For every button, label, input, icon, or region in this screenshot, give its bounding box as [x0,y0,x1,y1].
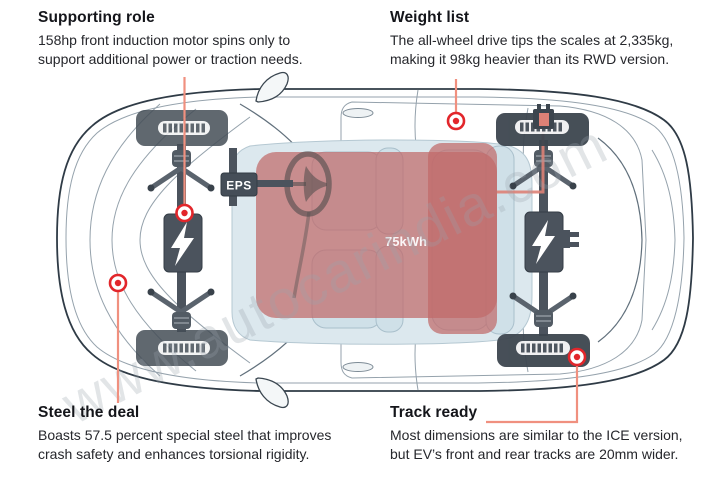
callout-body-line: Boasts 57.5 percent special steel that i… [38,427,332,443]
callout-body-line: but EV’s front and rear tracks are 20mm … [390,446,679,462]
callout-markers [108,111,587,367]
front-strut [148,289,184,315]
hood-lines [89,103,251,377]
marker-weight [446,111,466,131]
callout-body-line: Most dimensions are similar to the ICE v… [390,427,683,443]
tires [136,110,590,367]
marker-steel [108,273,128,293]
callout-body-line: support additional power or traction nee… [38,51,303,67]
tire-rear-bottom [497,334,590,367]
front-collar-top [172,150,191,167]
eps-unit: EPS [220,148,293,206]
tire-rear-top [496,113,589,146]
rear-window-line [597,137,643,343]
callout-weight-list: Weight list The all-wheel drive tips the… [390,9,720,69]
hv-cable [497,131,545,194]
callout-title: Track ready [390,404,478,421]
callout-supporting-role: Supporting role 158hp front induction mo… [38,9,368,69]
door-handle-top [342,108,374,118]
battery-capacity-label: 75kWh [385,234,427,249]
side-mirror-top [255,71,289,103]
marker-track [567,347,587,367]
track-ready-line [486,357,579,424]
rear-collar-bottom [534,310,553,327]
front-drivetrain [147,144,215,332]
roof-outline [340,101,647,379]
battery-main-section [256,152,497,318]
motor-connector [562,230,570,248]
front-strut [178,289,214,315]
front-axle-lower [177,270,186,332]
eps-label: EPS [226,179,252,193]
callout-track-ready: Track ready Most dimensions are similar … [390,404,720,464]
marker-front-motor [175,203,194,223]
charge-connector [533,104,554,129]
lightning-bolt-icon [171,222,194,266]
rear-axle-lower [539,270,548,336]
callout-steel-the-deal: Steel the deal Boasts 57.5 percent speci… [38,404,368,464]
front-axle-upper [177,144,186,218]
eps-link-bar [257,180,293,187]
front-collar-bottom [172,312,191,329]
body-inner-contour [65,96,685,384]
front-strut [148,165,184,191]
callout-title: Weight list [390,9,470,26]
battery-pack: 75kWh [256,143,497,334]
callout-title: Steel the deal [38,404,140,421]
callout-body-line: making it 98kg heavier than its RWD vers… [390,51,670,67]
callout-lines [116,77,579,424]
callout-body-line: The all-wheel drive tips the scales at 2… [390,32,674,48]
callout-title: Supporting role [38,9,155,26]
front-strut [178,165,214,191]
door-handle-bottom [342,362,374,372]
eps-box [220,172,258,197]
lightning-bolt-icon [532,220,555,264]
callout-body-line: crash safety and enhances torsional rigi… [38,446,310,462]
steering-assembly [284,151,332,299]
steering-column [292,211,311,299]
rear-drivetrain [497,131,579,336]
tire-front-top [136,110,228,146]
rear-hatch-line [651,149,676,331]
tire-front-bottom [136,330,228,366]
side-mirror-bottom [255,377,289,409]
steering-hub [303,166,327,202]
callout-body-line: 158hp front induction motor spins only t… [38,32,291,48]
car-body-outline [56,88,694,392]
